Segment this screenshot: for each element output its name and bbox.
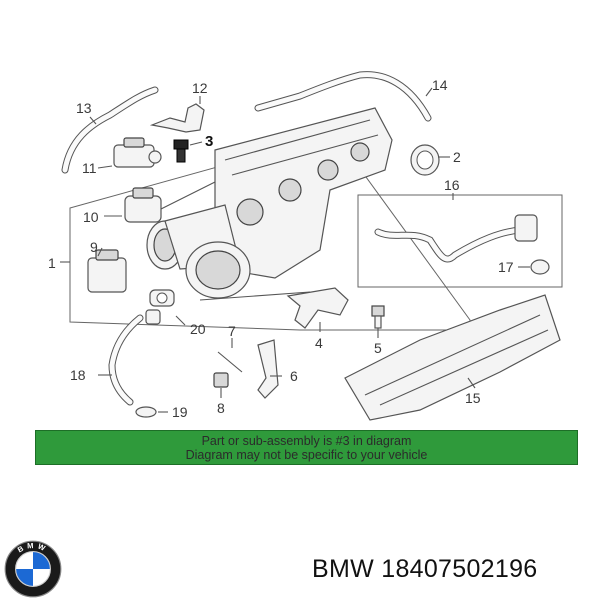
hose-16 (374, 214, 538, 263)
nut-8 (213, 372, 229, 388)
bmw-logo: BMW (4, 540, 62, 598)
hose-13 (61, 86, 159, 174)
seal-19 (135, 406, 157, 418)
gasket-20 (145, 289, 175, 325)
callout-9: 9 (90, 239, 98, 255)
notice-line-1: Part or sub-assembly is #3 in diagram (201, 434, 412, 448)
callout-7: 7 (228, 323, 236, 339)
callout-19: 19 (172, 404, 188, 420)
callout-8: 8 (217, 400, 225, 416)
bracket-6 (257, 339, 279, 399)
callout-15: 15 (465, 390, 481, 406)
notice-line-2: Diagram may not be specific to your vehi… (185, 448, 428, 462)
callout-17: 17 (498, 259, 514, 275)
callout-14: 14 (432, 77, 448, 93)
sensor-9 (87, 249, 127, 293)
bolt-5 (371, 305, 385, 329)
exploded-parts-diagram: 1 2 3 4 5 6 7 8 9 10 11 12 13 14 15 16 1… (48, 71, 563, 421)
leader-lines (60, 87, 530, 413)
callout-6: 6 (290, 368, 298, 384)
turbocharger (146, 107, 393, 301)
valve-11 (113, 137, 162, 168)
pipe-14 (254, 71, 432, 122)
callout-13: 13 (76, 100, 92, 116)
actuator-10 (124, 181, 216, 223)
callout-4: 4 (315, 335, 323, 351)
bracket-4 (286, 287, 349, 329)
callout-1: 1 (48, 255, 56, 271)
callout-18: 18 (70, 367, 86, 383)
callout-20: 20 (190, 321, 206, 337)
part-number-label: BMW 18407502196 (312, 555, 538, 583)
callout-5: 5 (374, 340, 382, 356)
callout-12: 12 (192, 80, 208, 96)
callout-3: 3 (205, 133, 213, 150)
callout-10: 10 (83, 209, 99, 225)
bolt-3 (173, 139, 189, 163)
callout-11: 11 (82, 160, 97, 176)
callout-16: 16 (444, 177, 460, 193)
bracket-12 (149, 103, 205, 133)
gasket-2 (410, 144, 440, 176)
hose-group-outline (357, 194, 563, 288)
clamp-17 (530, 259, 550, 275)
pipe-18 (108, 314, 144, 406)
part-notice-banner: Part or sub-assembly is #3 in diagram Di… (35, 430, 578, 465)
heat-shield-15 (344, 294, 561, 421)
callout-2: 2 (453, 149, 461, 165)
stud-7 (217, 351, 243, 373)
